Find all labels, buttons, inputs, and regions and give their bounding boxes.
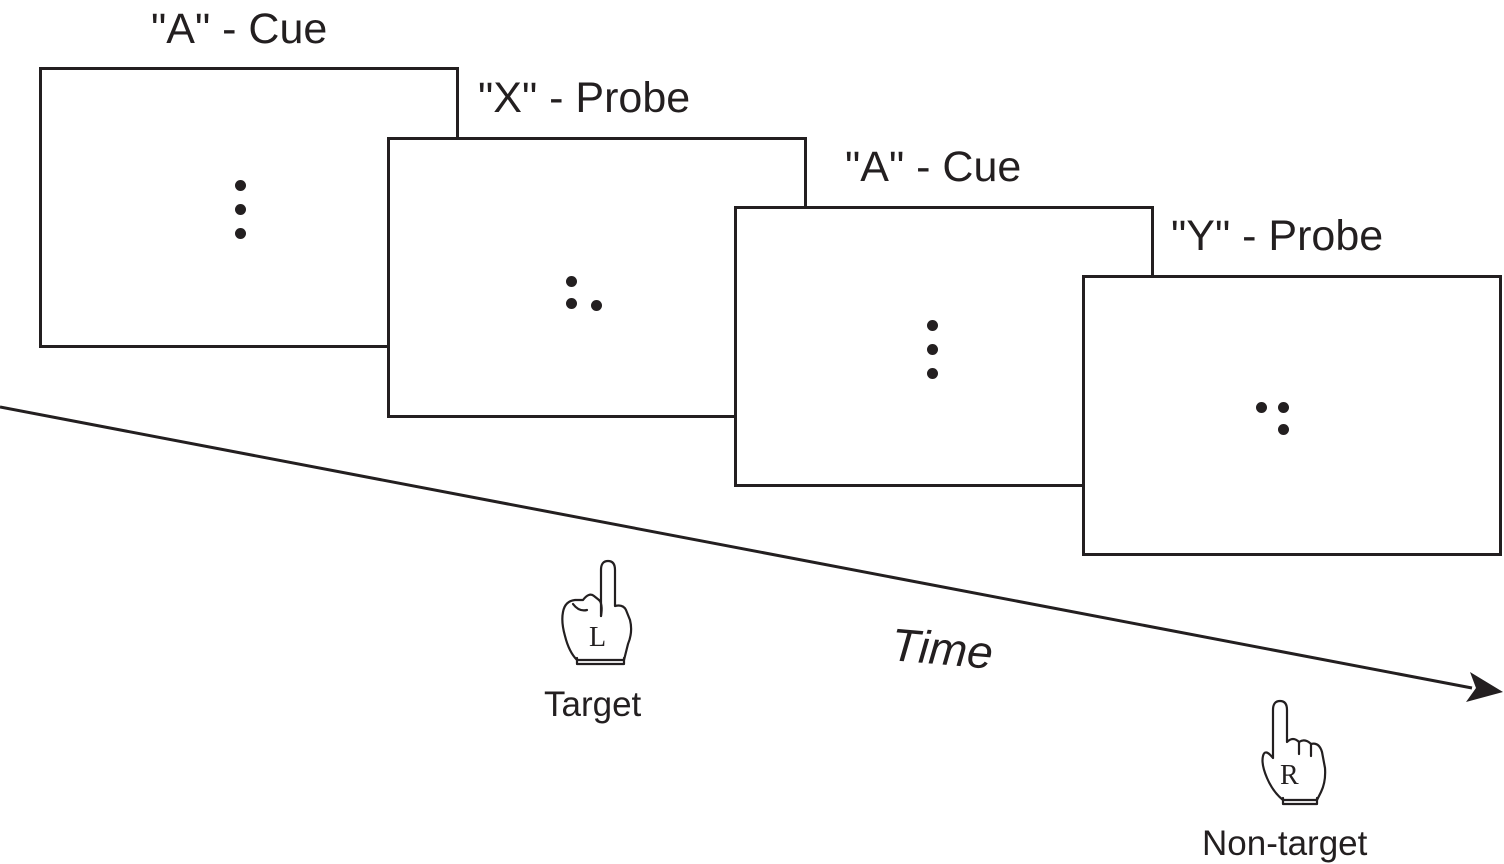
time-axis-arrowhead <box>1466 672 1503 702</box>
screen-4-label: "Y" - Probe <box>1171 212 1384 260</box>
time-axis-line <box>0 405 1473 690</box>
response-key-label-r: R <box>1280 760 1299 791</box>
stimulus-dot <box>591 300 602 311</box>
stimulus-dot <box>927 344 938 355</box>
response-caption-target: Target <box>544 685 642 724</box>
hand-pointer-icon: L <box>561 559 633 666</box>
stimulus-dot <box>1278 424 1289 435</box>
screen-2-label: "X" - Probe <box>478 74 691 122</box>
response-key-label-l: L <box>589 622 606 653</box>
stimulus-dot <box>927 368 938 379</box>
screen-4-probe <box>1082 275 1502 556</box>
stimulus-dot <box>235 180 246 191</box>
hand-pointer-icon: R <box>1261 699 1327 806</box>
response-caption-non-target: Non-target <box>1202 824 1368 863</box>
stimulus-dot <box>235 228 246 239</box>
screen-1-label: "A" - Cue <box>151 5 328 53</box>
stimulus-dot <box>1256 402 1267 413</box>
stimulus-dot <box>566 298 577 309</box>
stimulus-dot <box>235 204 246 215</box>
stimulus-dot <box>566 276 577 287</box>
stimulus-dot <box>927 320 938 331</box>
screen-3-label: "A" - Cue <box>845 143 1022 191</box>
stimulus-dot <box>1278 402 1289 413</box>
